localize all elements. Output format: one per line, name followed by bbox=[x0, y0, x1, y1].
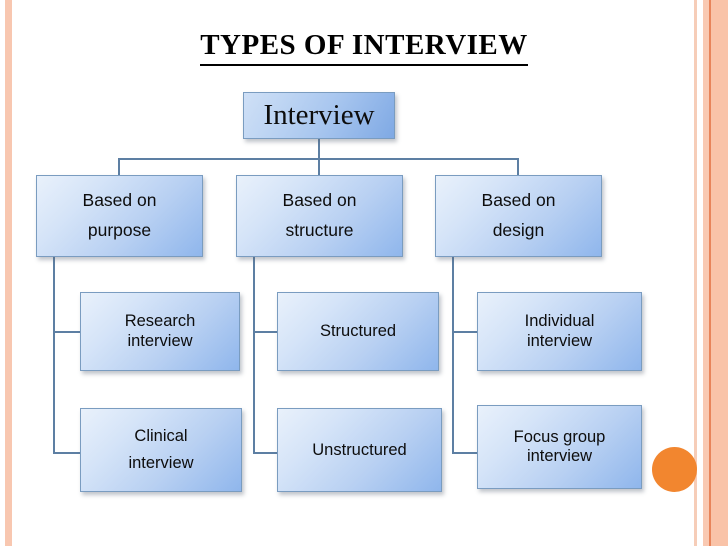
node-focus-group-interview[interactable]: Focus group interview bbox=[477, 405, 642, 489]
node-root-interview[interactable]: Interview bbox=[243, 92, 395, 139]
connector-stub-b1-c1 bbox=[53, 331, 81, 333]
node-based-on-purpose-label: Based on purpose bbox=[82, 190, 157, 240]
connector-spine-branch-1 bbox=[53, 257, 55, 454]
right-border-stripe-1 bbox=[694, 0, 697, 546]
connector-root-bus bbox=[118, 158, 519, 160]
node-based-on-structure-label: Based on structure bbox=[282, 190, 357, 240]
node-clinical-interview[interactable]: Clinical interview bbox=[80, 408, 242, 492]
right-border-stripe-4 bbox=[709, 0, 711, 546]
connector-stub-b3-c1 bbox=[452, 331, 478, 333]
node-structured[interactable]: Structured bbox=[277, 292, 439, 371]
node-research-interview[interactable]: Research interview bbox=[80, 292, 240, 371]
node-based-on-design-label: Based on design bbox=[481, 190, 556, 240]
accent-circle-decoration bbox=[652, 447, 697, 492]
node-unstructured[interactable]: Unstructured bbox=[277, 408, 442, 492]
left-border-stripe bbox=[5, 0, 12, 546]
connector-stub-b2-c2 bbox=[253, 452, 279, 454]
node-based-on-structure[interactable]: Based on structure bbox=[236, 175, 403, 257]
right-border-stripe-2 bbox=[697, 0, 703, 546]
connector-spine-branch-3 bbox=[452, 257, 454, 454]
connector-root-stem bbox=[318, 139, 320, 192]
connector-stub-b2-c1 bbox=[253, 331, 279, 333]
node-based-on-purpose[interactable]: Based on purpose bbox=[36, 175, 203, 257]
slide-title: TYPES OF INTERVIEW bbox=[0, 29, 728, 66]
right-border-stripe-5 bbox=[711, 0, 728, 546]
node-clinical-interview-label: Clinical interview bbox=[128, 427, 194, 472]
node-root-interview-label: Interview bbox=[263, 99, 375, 131]
node-individual-interview[interactable]: Individual interview bbox=[477, 292, 642, 371]
node-research-interview-label: Research interview bbox=[124, 312, 196, 350]
connector-stub-b1-c2 bbox=[53, 452, 81, 454]
node-based-on-design[interactable]: Based on design bbox=[435, 175, 602, 257]
connector-stub-b3-c2 bbox=[452, 452, 478, 454]
node-focus-group-interview-label: Focus group interview bbox=[513, 427, 606, 465]
connector-drop-branch-3 bbox=[517, 158, 519, 176]
slide-title-text: TYPES OF INTERVIEW bbox=[200, 29, 528, 66]
node-unstructured-label: Unstructured bbox=[312, 440, 407, 459]
connector-spine-branch-2 bbox=[253, 257, 255, 454]
node-structured-label: Structured bbox=[319, 322, 397, 341]
connector-drop-branch-1 bbox=[118, 158, 120, 176]
node-individual-interview-label: Individual interview bbox=[524, 312, 595, 350]
right-border-stripe-3 bbox=[703, 0, 709, 546]
